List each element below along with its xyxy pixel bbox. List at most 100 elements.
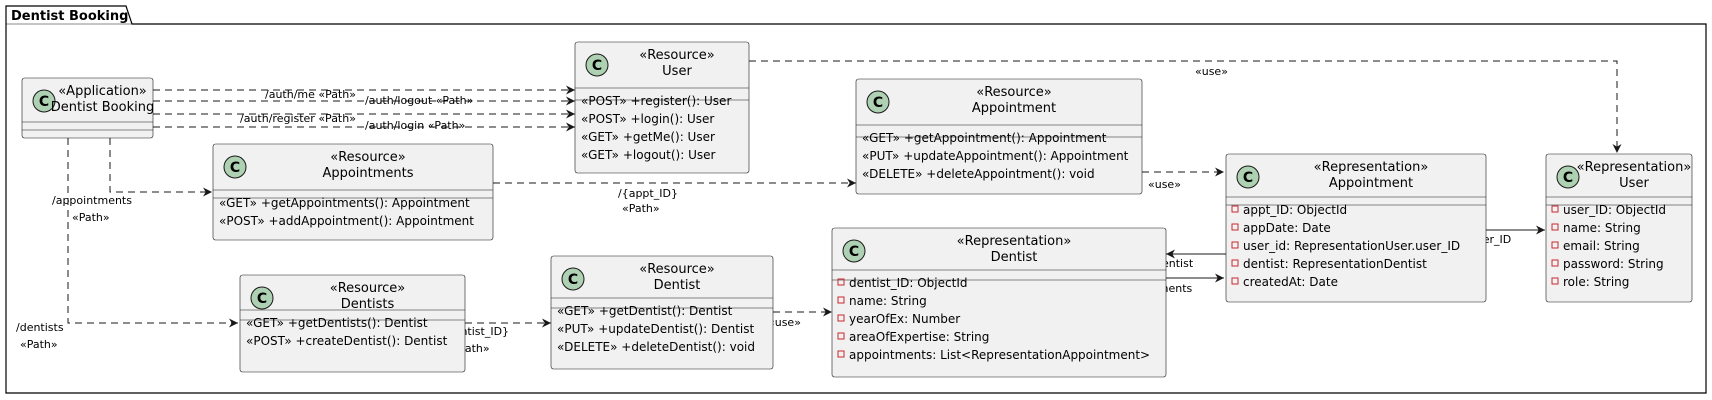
edge-label-auth-register: /auth/register «Path» bbox=[240, 112, 356, 125]
class-name: Appointment bbox=[972, 101, 1056, 116]
private-attribute-icon bbox=[837, 350, 845, 358]
class-attribute: password: String bbox=[1563, 257, 1664, 271]
class-c-icon bbox=[561, 267, 585, 291]
private-attribute-icon bbox=[837, 296, 845, 304]
class-name: Dentists bbox=[341, 297, 395, 312]
private-attribute-icon bbox=[1231, 241, 1239, 249]
edges: /auth/me «Path» /auth/logout «Path» /aut… bbox=[16, 60, 1622, 355]
class-stereotype: «Resource» bbox=[639, 262, 715, 277]
edge-dentists bbox=[67, 138, 238, 328]
edge-label-auth-logout: /auth/logout «Path» bbox=[365, 94, 473, 107]
class-name: Dentist Booking bbox=[51, 100, 154, 115]
class-name: Appointments bbox=[322, 166, 413, 181]
class-method: «GET» +getAppointment(): Appointment bbox=[862, 131, 1107, 145]
package-title: Dentist Booking bbox=[11, 9, 128, 24]
class-method: «GET» +getDentist(): Dentist bbox=[557, 304, 733, 318]
class-icon-letter: C bbox=[230, 160, 240, 176]
edge-label-dentists-line2: «Path» bbox=[20, 338, 58, 351]
class-user-res: C«Resource»User«POST» +register(): User«… bbox=[574, 41, 750, 174]
edge-label-use-user-rep: «use» bbox=[1195, 65, 1228, 78]
class-attribute: name: String bbox=[1563, 221, 1641, 235]
class-stereotype: «Representation» bbox=[1314, 160, 1429, 175]
class-stereotype: «Resource» bbox=[639, 48, 715, 63]
class-box bbox=[831, 227, 1167, 378]
class-icon-letter: C bbox=[1563, 170, 1573, 186]
edge-label-appointments: /appointments «Path» bbox=[52, 194, 135, 224]
class-c-icon bbox=[1556, 165, 1580, 189]
class-stereotype: «Application» bbox=[58, 84, 147, 99]
class-method: «GET» +getAppointments(): Appointment bbox=[219, 196, 470, 210]
class-method: «POST» +createDentist(): Dentist bbox=[246, 334, 448, 348]
class-method: «POST» +register(): User bbox=[581, 94, 731, 108]
class-icon-letter: C bbox=[873, 95, 883, 111]
edge-use-user-rep bbox=[749, 60, 1622, 153]
class-attribute: role: String bbox=[1563, 275, 1629, 289]
class-icon-letter: C bbox=[1243, 170, 1253, 186]
private-attribute-icon bbox=[1231, 205, 1239, 213]
private-attribute-icon bbox=[837, 332, 845, 340]
class-icon-letter: C bbox=[257, 291, 267, 307]
class-attribute: appt_ID: ObjectId bbox=[1243, 203, 1347, 217]
class-stereotype: «Representation» bbox=[957, 234, 1072, 249]
class-c-icon bbox=[842, 239, 866, 263]
edge-label-dentists-line1: /dentists bbox=[16, 321, 64, 334]
edge-label-appt-id-line2: «Path» bbox=[622, 202, 660, 215]
edge-label-use-appt-rep: «use» bbox=[1148, 178, 1181, 191]
class-box bbox=[21, 77, 154, 139]
class-method: «POST» +login(): User bbox=[581, 112, 714, 126]
class-method: «GET» +logout(): User bbox=[581, 148, 715, 162]
class-box bbox=[574, 41, 750, 174]
class-attribute: yearOfEx: Number bbox=[849, 312, 960, 326]
class-icon-letter: C bbox=[568, 272, 578, 288]
class-method: «DELETE» +deleteDentist(): void bbox=[557, 340, 755, 354]
edge-label-auth-login: /auth/login «Path» bbox=[365, 119, 465, 132]
class-method: «GET» +getMe(): User bbox=[581, 130, 715, 144]
class-c-icon bbox=[866, 90, 890, 114]
class-attribute: user_ID: ObjectId bbox=[1563, 203, 1666, 217]
class-attribute: createdAt: Date bbox=[1243, 275, 1338, 289]
class-c-icon bbox=[585, 53, 609, 77]
edge-label-appointments-line2: «Path» bbox=[72, 211, 110, 224]
class-stereotype: «Resource» bbox=[976, 85, 1052, 100]
class-method: «POST» +addAppointment(): Appointment bbox=[219, 214, 474, 228]
private-attribute-icon bbox=[1551, 277, 1559, 285]
edge-appointments bbox=[109, 138, 212, 197]
class-method: «DELETE» +deleteAppointment(): void bbox=[862, 167, 1095, 181]
class-icon-letter: C bbox=[849, 244, 859, 260]
class-attribute: email: String bbox=[1563, 239, 1640, 253]
class-name: Dentist bbox=[654, 278, 701, 293]
class-name: Appointment bbox=[1329, 176, 1413, 191]
class-appt-rep: C «Representation»Appointment appt_ID: Obj… bbox=[1225, 153, 1487, 303]
class-c-icon bbox=[32, 89, 56, 113]
edge-label-dentists: /dentists «Path» bbox=[16, 321, 67, 351]
private-attribute-icon bbox=[1231, 277, 1239, 285]
class-attribute: dentist: RepresentationDentist bbox=[1243, 257, 1427, 271]
class-appt-res: C «Resource»Appointment «GET» +getAppointm… bbox=[855, 78, 1143, 195]
private-attribute-icon bbox=[1551, 241, 1559, 249]
class-attribute: name: String bbox=[849, 294, 927, 308]
class-box bbox=[550, 255, 774, 370]
edge-label-appt-id: /{appt_ID} «Path» bbox=[618, 187, 681, 215]
class-box bbox=[1225, 153, 1487, 303]
private-attribute-icon bbox=[1231, 223, 1239, 231]
class-method: «PUT» +updateDentist(): Dentist bbox=[557, 322, 754, 336]
private-attribute-icon bbox=[837, 278, 845, 286]
class-attribute: areaOfExpertise: String bbox=[849, 330, 989, 344]
class-method: «GET» +getDentists(): Dentist bbox=[246, 316, 428, 330]
class-dentist-res: C «Resource»Dentist «GET» +getDentist(): D… bbox=[550, 255, 774, 370]
class-c-icon bbox=[250, 286, 274, 310]
class-method: «PUT» +updateAppointment(): Appointment bbox=[862, 149, 1129, 163]
class-appts-res: C«Resource»Appointments«GET» +getAppoint… bbox=[212, 143, 494, 241]
class-dentists-res: C«Resource»Dentists«GET» +getDentists():… bbox=[239, 274, 466, 373]
class-attribute: appDate: Date bbox=[1243, 221, 1331, 235]
private-attribute-icon bbox=[1231, 259, 1239, 267]
class-stereotype: «Representation» bbox=[1577, 160, 1692, 175]
class-box bbox=[855, 78, 1143, 195]
class-c-icon bbox=[1236, 165, 1260, 189]
class-attribute: dentist_ID: ObjectId bbox=[849, 276, 967, 290]
class-icon-letter: C bbox=[592, 58, 602, 74]
private-attribute-icon bbox=[1551, 259, 1559, 267]
edge-label-use-dentist-rep: «use» bbox=[768, 316, 801, 329]
